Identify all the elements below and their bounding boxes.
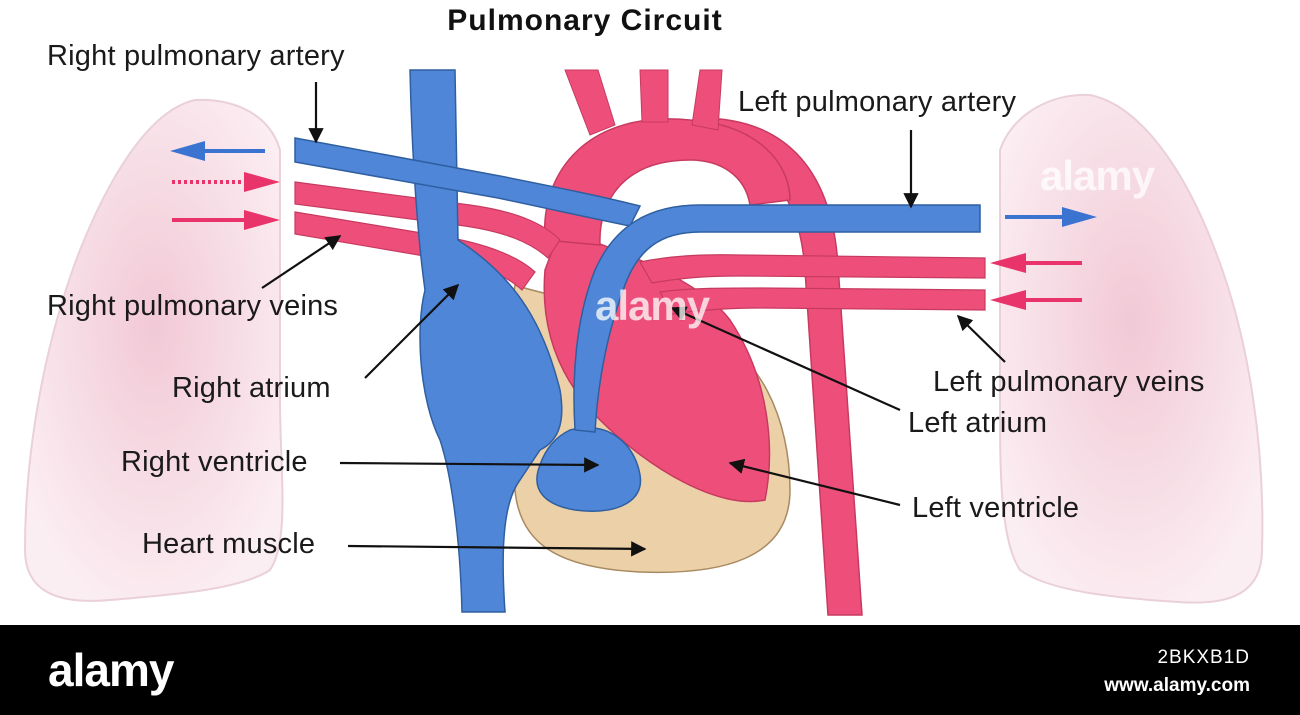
label-right-atrium: Right atrium (172, 372, 331, 404)
leader-left-atrium (670, 306, 901, 412)
left-lung-arrow-blue (1005, 207, 1097, 227)
pulmonary-circuit-diagram (23, 69, 1264, 616)
right-lung-arrow-pink (172, 210, 280, 230)
right-lung-shape (23, 98, 284, 602)
label-left-atrium: Left atrium (908, 407, 1048, 439)
right-lung-arrow-pink-dashed (172, 172, 280, 192)
aortic-branch-3 (691, 69, 723, 131)
image-id: 2BKXB1D (1157, 647, 1250, 668)
right-lung-arrow-blue (170, 141, 265, 161)
label-right-ventricle: Right ventricle (121, 446, 308, 478)
pulmonary-trunk-shape (573, 204, 981, 433)
label-left-pulmonary-veins: Left pulmonary veins (933, 366, 1205, 398)
label-heart-muscle: Heart muscle (142, 528, 316, 560)
leader-left-ventricle (728, 458, 901, 507)
watermark: alamy (595, 282, 710, 329)
brand-logo: alamy (48, 644, 174, 696)
aortic-arch-shape (543, 118, 791, 246)
left-pulmonary-vein-lower (659, 287, 986, 315)
diagram-title: Pulmonary Circuit (447, 4, 723, 37)
leader-right-pulmonary-veins (261, 235, 342, 289)
left-lung-arrow-pink-upper (990, 253, 1082, 273)
label-left-pulmonary-artery: Left pulmonary artery (738, 86, 1017, 118)
leader-right-atrium (364, 283, 460, 379)
site-url: www.alamy.com (1104, 675, 1250, 696)
aortic-branch-2 (639, 69, 669, 123)
vena-cava-right-atrium-shape (409, 69, 563, 613)
left-lung-arrow-pink-lower (990, 290, 1082, 310)
leader-right-ventricle (339, 457, 600, 473)
footer-bar: alamy 2BKXB1D www.alamy.com (0, 625, 1300, 715)
leader-left-pulmonary-veins (956, 314, 1006, 363)
aortic-branch-1 (564, 69, 616, 136)
label-right-pulmonary-veins: Right pulmonary veins (47, 290, 339, 322)
watermark: alamy (1040, 152, 1155, 199)
label-left-ventricle: Left ventricle (912, 492, 1080, 524)
leader-heart-muscle (347, 541, 647, 557)
left-pulmonary-vein-upper (639, 254, 986, 284)
label-right-pulmonary-artery: Right pulmonary artery (47, 40, 345, 72)
